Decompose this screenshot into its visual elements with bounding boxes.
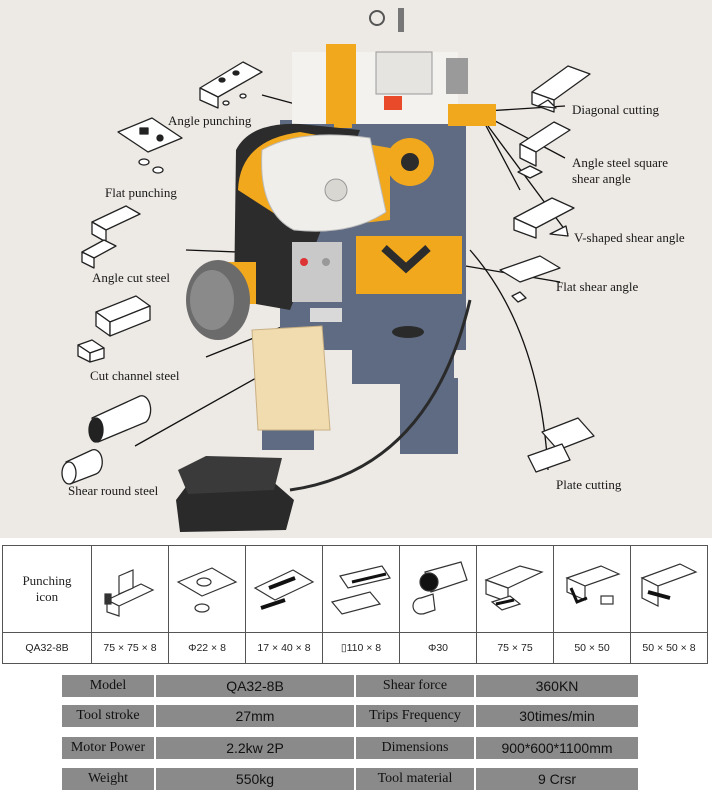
label-flat-shear-angle: Flat shear angle <box>556 279 639 294</box>
slot-punch-icon <box>245 545 323 633</box>
dimension-cell: Φ22 × 8 <box>168 632 246 664</box>
label-diagonal-cutting: Diagonal cutting <box>572 102 660 117</box>
dimension-cell: ▯110 × 8 <box>322 632 400 664</box>
dimension-cell: 75 × 75 <box>476 632 554 664</box>
angle-punch-icon <box>91 545 169 633</box>
spec-row: Tool stroke 27mm Trips Frequency 30times… <box>62 705 638 727</box>
spec-row: Weight 550kg Tool material 9 Crsr <box>62 768 638 790</box>
label-shear-round-steel: Shear round steel <box>68 483 159 498</box>
label-angle-steel-square-2: shear angle <box>572 171 631 186</box>
spec-label: Tool material <box>356 768 476 790</box>
workpiece-sketches <box>61 61 595 485</box>
label-angle-cut-steel: Angle cut steel <box>92 270 170 285</box>
dimension-cell: 75 × 75 × 8 <box>91 632 169 664</box>
dimension-cell: 50 × 50 <box>553 632 631 664</box>
spec-value: 9 Crsr <box>537 771 577 787</box>
label-cut-channel-steel: Cut channel steel <box>90 368 180 383</box>
spec-label: Trips Frequency <box>356 705 476 727</box>
spec-label: Shear force <box>356 675 476 697</box>
spec-value: 360KN <box>535 678 579 694</box>
dimension-cell: 17 × 40 × 8 <box>245 632 323 664</box>
spec-value: 550kg <box>156 768 356 790</box>
spec-label: Dimensions <box>356 737 476 759</box>
header-line-1: Punching <box>22 573 72 588</box>
angle-miter-cut-icon <box>630 545 708 633</box>
label-v-shaped-shear-angle: V-shaped shear angle <box>574 230 685 245</box>
spec-value: QA32-8B <box>156 675 356 697</box>
label-angle-punching: Angle punching <box>168 113 252 128</box>
spec-value: 30times/min <box>519 708 595 724</box>
round-bar-cut-icon <box>399 545 477 633</box>
label-angle-steel-square-1: Angle steel square <box>572 155 669 170</box>
model-cell: QA32-8B <box>2 632 92 664</box>
product-diagram: Angle punching Flat punching Angle cut s… <box>0 0 712 538</box>
channel-cut-icon <box>553 545 631 633</box>
spec-value: 900*600*1100mm <box>501 740 613 756</box>
label-flat-punching: Flat punching <box>105 185 177 200</box>
machine-body <box>176 8 496 532</box>
spec-label: Motor Power <box>62 737 156 759</box>
ironworker-machine-illustration <box>61 8 595 532</box>
spec-row: Model QA32-8B Shear force 360KN <box>62 675 638 697</box>
spec-label: Weight <box>62 768 156 790</box>
spec-label: Tool stroke <box>62 705 156 727</box>
spec-row: Motor Power 2.2kw 2P Dimensions 900*600*… <box>62 737 638 759</box>
label-plate-cutting: Plate cutting <box>556 477 622 492</box>
dimension-cell: Φ30 <box>399 632 477 664</box>
dimension-cell: 50 × 50 × 8 <box>630 632 708 664</box>
spec-label: Model <box>62 675 156 697</box>
punching-icon-table: Punching icon <box>2 545 708 664</box>
angle-cut-icon <box>476 545 554 633</box>
round-hole-punch-icon <box>168 545 246 633</box>
punching-icon-header: Punching icon <box>2 545 92 633</box>
spec-value: 27mm <box>156 705 356 727</box>
flat-bar-cut-icon <box>322 545 400 633</box>
header-line-2: icon <box>35 589 59 604</box>
spec-value: 2.2kw 2P <box>156 737 356 759</box>
